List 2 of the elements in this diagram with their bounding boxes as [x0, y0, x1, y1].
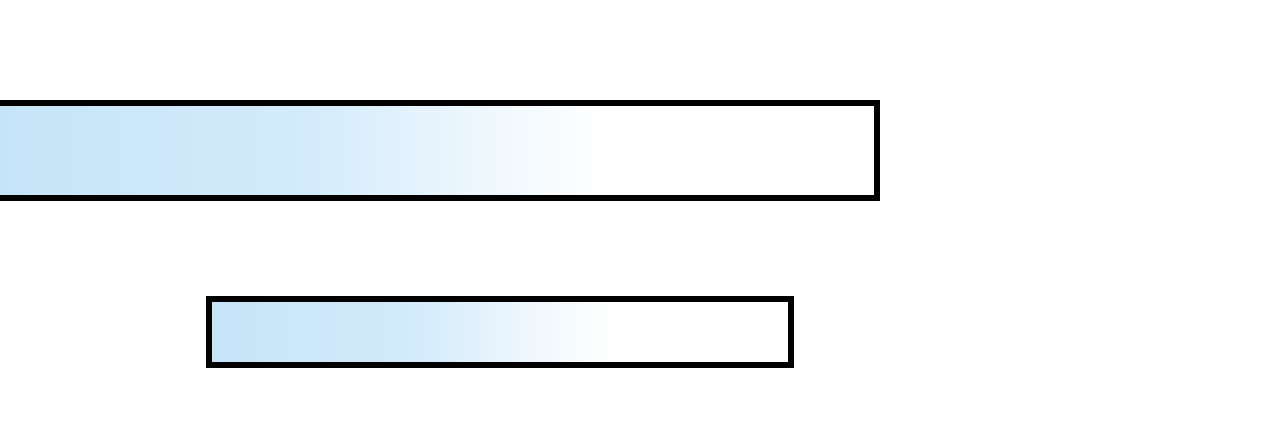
gradient-bar — [0, 100, 880, 201]
gradient-bar — [206, 296, 794, 368]
